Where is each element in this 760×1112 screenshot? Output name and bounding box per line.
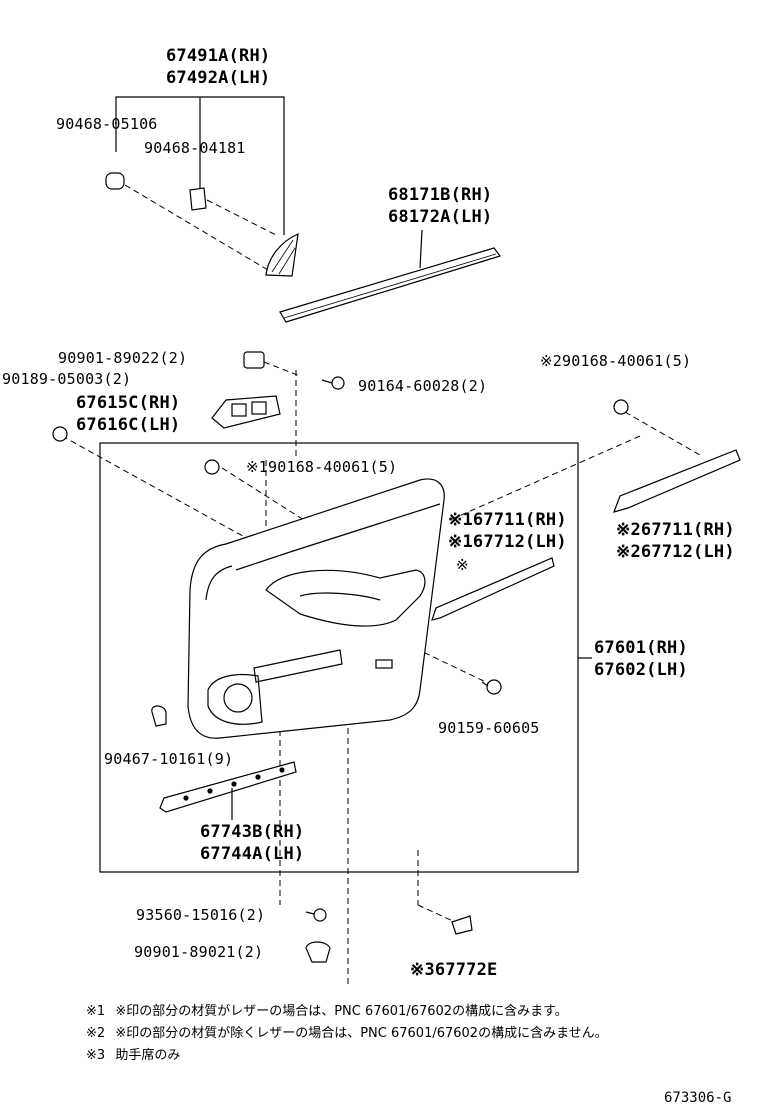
label-67602: 67602(LH) <box>594 660 688 680</box>
label-67492a: 67492A(LH) <box>166 68 271 88</box>
door-panel-drawing <box>187 478 445 739</box>
label-67744a: 67744A(LH) <box>200 844 305 864</box>
label-67601: 67601(RH) <box>594 638 688 658</box>
label-67712-1: ※167712(LH) <box>448 532 567 552</box>
diagram-code: 673306-G <box>664 1090 732 1106</box>
note-1-text: ※印の部分の材質がレザーの場合は、PNC 67601/67602の構成に含みます… <box>115 1004 568 1019</box>
label-90901-89022: 90901-89022(2) <box>58 349 188 367</box>
note-3: ※3 助手席のみ <box>86 1047 180 1064</box>
label-67616c: 67616C(LH) <box>76 415 181 435</box>
label-90901-89021: 90901-89021(2) <box>134 943 264 961</box>
label-67711-1: ※167711(RH) <box>448 510 567 530</box>
label-68172a: 68172A(LH) <box>388 207 493 227</box>
label-90168-40061-mid: ※190168-40061(5) <box>246 458 398 476</box>
label-67711-2: ※267711(RH) <box>616 520 735 540</box>
note-3-mark: ※3 <box>86 1048 106 1063</box>
label-90468-04181: 90468-04181 <box>144 139 246 157</box>
note-2: ※2 ※印の部分の材質が除くレザーの場合は、PNC 67601/67602の構成… <box>86 1025 608 1042</box>
note-3-text: 助手席のみ <box>115 1048 181 1063</box>
label-67743b: 67743B(RH) <box>200 822 305 842</box>
label-67772e: ※367772E <box>410 960 498 980</box>
note-1: ※1 ※印の部分の材質がレザーの場合は、PNC 67601/67602の構成に含… <box>86 1003 568 1020</box>
label-90164-60028: 90164-60028(2) <box>358 377 488 395</box>
label-90189-05003: 90189-05003(2) <box>2 370 132 388</box>
label-93560-15016: 93560-15016(2) <box>136 906 266 924</box>
label-90468-05106: 90468-05106 <box>56 115 158 133</box>
label-90159-60605: 90159-60605 <box>438 719 540 737</box>
note-2-text: ※印の部分の材質が除くレザーの場合は、PNC 67601/67602の構成に含み… <box>115 1026 608 1041</box>
note-2-mark: ※2 <box>86 1026 106 1041</box>
label-68171b: 68171B(RH) <box>388 185 493 205</box>
asterisk-mark: ※ <box>456 556 469 574</box>
label-90467-10161: 90467-10161(9) <box>104 750 234 768</box>
label-67491a: 67491A(RH) <box>166 46 271 66</box>
label-67615c: 67615C(RH) <box>76 393 181 413</box>
note-1-mark: ※1 <box>86 1004 106 1019</box>
label-90168-40061-top: ※290168-40061(5) <box>540 352 692 370</box>
label-67712-2: ※267712(LH) <box>616 542 735 562</box>
